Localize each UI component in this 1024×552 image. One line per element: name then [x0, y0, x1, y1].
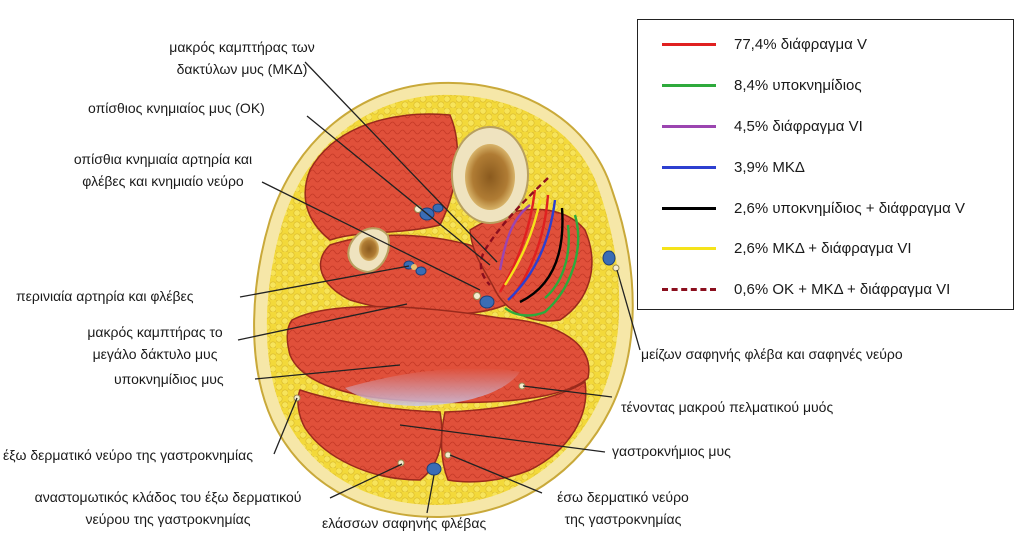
legend-item: 2,6% υποκνημίδιος + διάφραγμα V [638, 198, 1008, 220]
legend-label: 3,9% ΜΚΔ [734, 159, 805, 176]
legend-label: 77,4% διάφραγμα V [734, 36, 867, 53]
tibia-marrow [465, 144, 515, 210]
label-peroneal-vessels: περινιαία αρτηρία και φλέβες [16, 288, 194, 304]
leader-lines [237, 61, 641, 514]
legend-swatch [662, 247, 716, 250]
legend-item: 77,4% διάφραγμα V [638, 34, 1008, 56]
fibula-marrow [359, 237, 379, 261]
label-soleus: υποκνημίδιος μυς [114, 371, 224, 387]
label-lateral-sural-nerve: έξω δερματικό νεύρο της γαστροκνημίας [3, 447, 253, 463]
legend-label: 2,6% ΜΚΔ + διάφραγμα VI [734, 240, 912, 257]
label-tibialis-posterior: οπίσθιος κνημιαίος μυς (ΟΚ) [88, 100, 265, 116]
legend-item: 8,4% υποκνημίδιος [638, 75, 1008, 97]
approach-line-purple [498, 204, 531, 271]
legend-swatch [662, 166, 716, 169]
label-plantaris-tendon: τένοντας μακρού πελματικού μυός [621, 399, 834, 415]
approach-line-black [519, 207, 564, 304]
gastrocnemius-medial [440, 380, 587, 483]
legend-swatch [662, 125, 716, 128]
legend: 77,4% διάφραγμα V 8,4% υποκνημίδιος 4,5% δ… [637, 19, 1014, 310]
legend-label: 2,6% υποκνημίδιος + διάφραγμα V [734, 200, 965, 217]
legend-swatch [662, 207, 716, 210]
approach-line-green [504, 214, 580, 317]
label-gastrocnemius: γαστροκνήμιος μυς [612, 443, 731, 459]
gastrocnemius-lateral [297, 389, 443, 481]
approach-line-yellow [503, 199, 542, 286]
legend-item: 4,5% διάφραγμα VI [638, 116, 1008, 138]
legend-item: 3,9% ΜΚΔ [638, 157, 1008, 179]
legend-swatch [662, 43, 716, 46]
label-small-saphenous: ελάσσων σαφηνής φλέβας [322, 515, 487, 531]
legend-label: 4,5% διάφραγμα VI [734, 118, 863, 135]
soleus-tendon [345, 367, 520, 406]
legend-swatch [662, 288, 716, 291]
approach-line-green-2 [544, 224, 570, 299]
legend-item: 2,6% ΜΚΔ + διάφραγμα VI [638, 238, 1008, 260]
approach-line-blue [507, 199, 557, 301]
label-great-saphenous: μείζων σαφηνής φλέβα και σαφηνές νεύρο [641, 346, 903, 362]
legend-label: 8,4% υποκνημίδιος [734, 77, 862, 94]
legend-swatch [662, 84, 716, 87]
legend-item: 0,6% ΟΚ + ΜΚΔ + διάφραγμα VI [638, 279, 1008, 301]
legend-label: 0,6% ΟΚ + ΜΚΔ + διάφραγμα VI [734, 281, 951, 298]
